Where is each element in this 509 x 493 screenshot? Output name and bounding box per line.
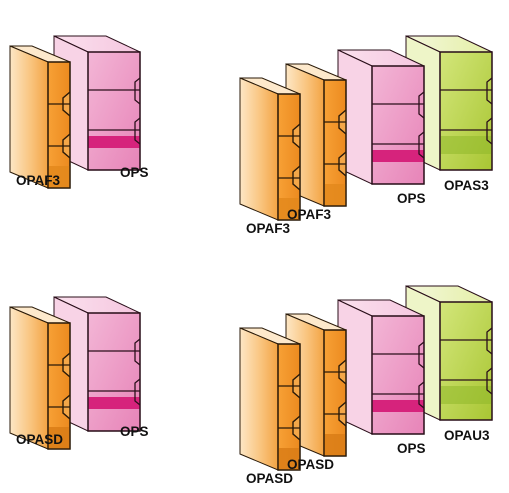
module-outline	[277, 343, 301, 471]
module-front-face	[371, 315, 425, 435]
module-label-opaf3: OPAF3	[246, 221, 290, 236]
diagram-1: OPAF3 OPS	[9, 35, 149, 189]
module-outline	[47, 322, 71, 450]
module-outline	[371, 315, 425, 435]
module-label-opaf3: OPAF3	[16, 173, 60, 188]
module-bottom-band	[48, 427, 70, 449]
module-outline	[439, 51, 493, 171]
module-opasd	[9, 306, 71, 450]
module-notch	[486, 367, 493, 395]
module-label-ops: OPS	[397, 441, 426, 456]
module-bottom-band	[440, 136, 492, 154]
module-notch	[486, 117, 493, 145]
module-opasd	[239, 327, 301, 471]
module-label-ops: OPS	[397, 191, 426, 206]
module-notch	[134, 77, 141, 105]
module-label-opaf3: OPAF3	[287, 207, 331, 222]
module-notch	[418, 381, 425, 409]
module-label-opasd: OPASD	[287, 457, 334, 472]
module-ops	[337, 299, 425, 435]
module-notch	[134, 378, 141, 406]
module-notch	[134, 338, 141, 366]
module-bottom-band	[324, 184, 346, 206]
module-outline	[87, 51, 141, 171]
module-notch	[418, 131, 425, 159]
module-opaf3	[9, 45, 71, 189]
module-notch	[418, 91, 425, 119]
module-opau3	[405, 285, 493, 421]
module-ops	[337, 49, 425, 185]
module-notch	[486, 327, 493, 355]
module-outline	[371, 65, 425, 185]
module-label-opasd: OPASD	[246, 471, 293, 486]
module-ops	[53, 296, 141, 432]
module-outline	[439, 301, 493, 421]
module-side-face	[9, 45, 49, 189]
module-label-opas3: OPAS3	[444, 178, 489, 193]
module-front-face	[87, 312, 141, 432]
module-accent-band	[372, 400, 424, 412]
module-opaf3	[239, 77, 301, 221]
module-accent-band	[88, 397, 140, 409]
module-outline	[323, 329, 347, 457]
module-label-ops: OPS	[120, 165, 149, 180]
module-bottom-band	[440, 386, 492, 404]
diagram-3: OPASD OPS	[9, 296, 149, 450]
module-front-face	[87, 51, 141, 171]
module-notch	[134, 117, 141, 145]
module-bottom-band	[48, 166, 70, 188]
module-side-face	[239, 77, 279, 221]
module-side-face	[9, 306, 49, 450]
module-accent-band	[372, 150, 424, 162]
module-outline	[47, 61, 71, 189]
module-bottom-band	[278, 448, 300, 470]
module-outline	[277, 93, 301, 221]
module-front-face	[371, 65, 425, 185]
module-bottom-band	[278, 198, 300, 220]
module-side-face	[239, 327, 279, 471]
module-label-opau3: OPAU3	[444, 428, 490, 443]
module-outline	[323, 79, 347, 207]
module-notch	[418, 341, 425, 369]
module-label-opasd: OPASD	[16, 432, 63, 447]
module-accent-band	[88, 136, 140, 148]
module-bottom-band	[324, 434, 346, 456]
module-notch	[486, 77, 493, 105]
module-outline	[87, 312, 141, 432]
module-label-ops: OPS	[120, 424, 149, 439]
